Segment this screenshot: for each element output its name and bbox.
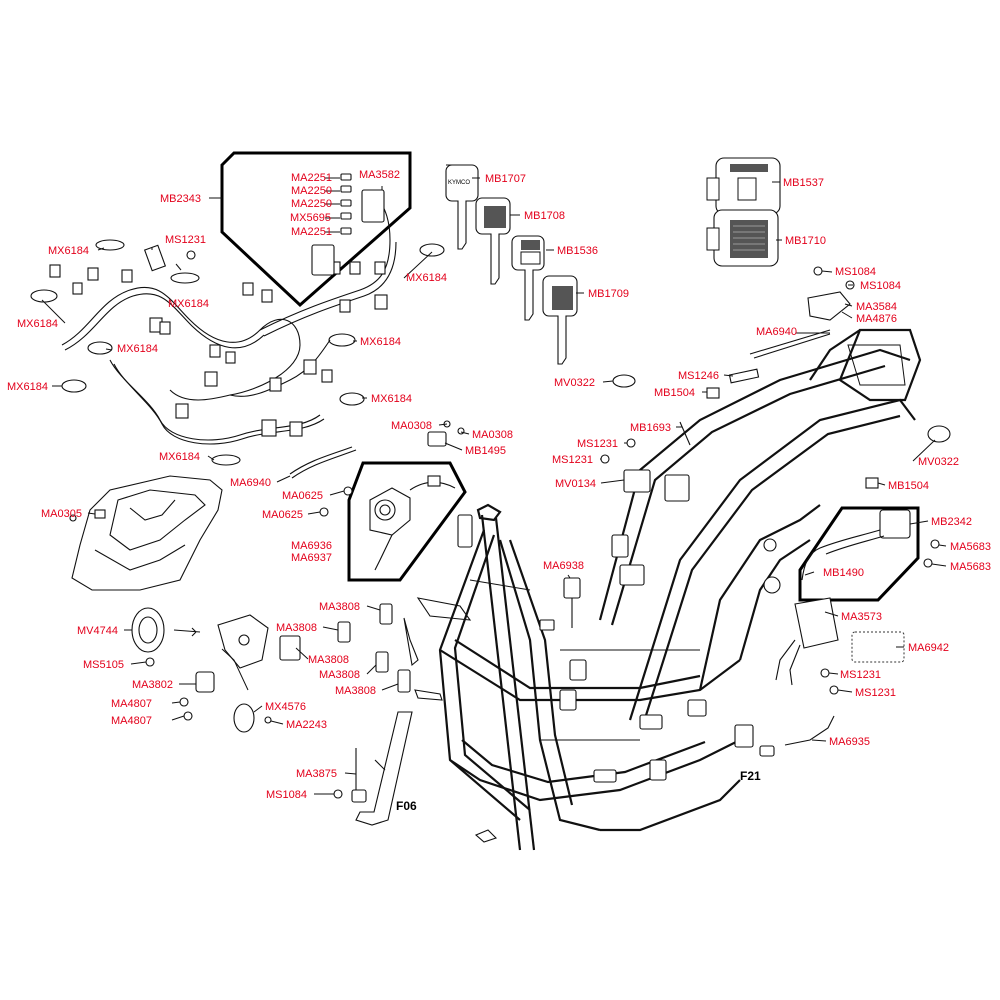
part-label: MA2251 [291,226,332,238]
part-label: MX5695 [290,212,331,224]
part-label: MX6184 [117,343,158,355]
part-label: MS1231 [165,234,206,246]
part-label: MB1504 [888,480,929,492]
part-label: MB1707 [485,173,526,185]
part-label: MB1495 [465,445,506,457]
part-label: MA4876 [856,313,897,325]
part-label: MS1231 [552,454,593,466]
part-label: MS1084 [835,266,876,278]
part-label: MA4807 [111,715,152,727]
part-label: MA3808 [319,601,360,613]
part-label: MA6940 [756,326,797,338]
part-label: MS1084 [266,789,307,801]
part-label: MA3808 [276,622,317,634]
part-label: MA3802 [132,679,173,691]
part-label: MX6184 [371,393,412,405]
scooter-frame [403,328,922,851]
part-label: MA3875 [296,768,337,780]
part-label: MA5683 [950,561,991,573]
part-label: MV0322 [554,377,595,389]
part-label: MA0308 [391,420,432,432]
key-icon: KYMCO [445,164,479,250]
part-label: MB2343 [160,193,201,205]
storage-box-part [69,475,223,591]
horn-group [131,607,301,733]
part-label: MX6184 [48,245,89,257]
section-ref-f21: F21 [740,769,761,783]
part-label: MB1490 [823,567,864,579]
part-labels: MB2343 MA2251 MA2250 MA2250 MX5695 MA225… [7,169,991,801]
part-label: MA6936 [291,540,332,552]
rear-parts-group [563,266,951,757]
part-label: MS1231 [840,669,881,681]
part-label: MA3808 [308,654,349,666]
part-label: MX6184 [360,336,401,348]
key-brand-mark: KYMCO [740,172,758,178]
part-label: MX6184 [17,318,58,330]
part-label: MA3582 [359,169,400,181]
part-label: MS5105 [83,659,124,671]
part-label: MS1231 [577,438,618,450]
part-label: MA6942 [908,642,949,654]
part-label: MA4807 [111,698,152,710]
part-label: MA0308 [472,429,513,441]
part-label: MA5683 [950,541,991,553]
part-label: MB1710 [785,235,826,247]
part-label: MA2243 [286,719,327,731]
regulator-detail-box [798,506,920,602]
part-label: MB2342 [931,516,972,528]
part-label: MB1693 [630,422,671,434]
part-label: MX6184 [168,298,209,310]
part-label: MX6184 [406,272,447,284]
part-label: MS1246 [678,370,719,382]
part-label: MX6184 [7,381,48,393]
part-label: MA3808 [335,685,376,697]
front-fork-part [333,711,413,826]
part-label: MX4576 [265,701,306,713]
part-label: MA0305 [41,508,82,520]
key-icon [542,275,578,365]
part-label: MA3584 [856,301,897,313]
part-label: MA0625 [262,509,303,521]
key-fob-icon: KYMCO [706,157,781,215]
part-label: MA2250 [291,198,332,210]
leader-lines [41,177,947,795]
part-label: MA0625 [282,490,323,502]
part-label: MV0322 [918,456,959,468]
ignition-keys: KYMCO KYMCO [445,157,781,365]
part-label: MS1084 [860,280,901,292]
part-label: MB1504 [654,387,695,399]
ignition-switch-group [289,420,467,582]
harness-detail-box [220,151,412,308]
part-label: MB1537 [783,177,824,189]
part-label: MA6935 [829,736,870,748]
ignition-detail-box [347,461,467,582]
relay-group [337,603,411,693]
clip-icon [340,173,352,235]
key-icon [475,197,511,285]
key-brand-mark: KYMCO [448,180,470,186]
part-label: MB1709 [588,288,629,300]
part-label: MX6184 [159,451,200,463]
part-label: MS1231 [855,687,896,699]
wiring-harness [30,151,445,466]
part-label: MA3573 [841,611,882,623]
part-label: MA2250 [291,185,332,197]
part-label: MA3808 [319,669,360,681]
section-ref-f06: F06 [396,799,417,813]
part-label: MV0134 [555,478,596,490]
part-label: MB1708 [524,210,565,222]
part-label: MB1536 [557,245,598,257]
key-fob-icon [706,209,779,267]
section-references: F21 F06 [396,769,761,813]
part-label: MA6937 [291,552,332,564]
part-label: MA2251 [291,172,332,184]
part-label: MA6940 [230,477,271,489]
part-label: MA6938 [543,560,584,572]
key-icon [511,235,545,321]
part-label: MV4744 [77,625,118,637]
